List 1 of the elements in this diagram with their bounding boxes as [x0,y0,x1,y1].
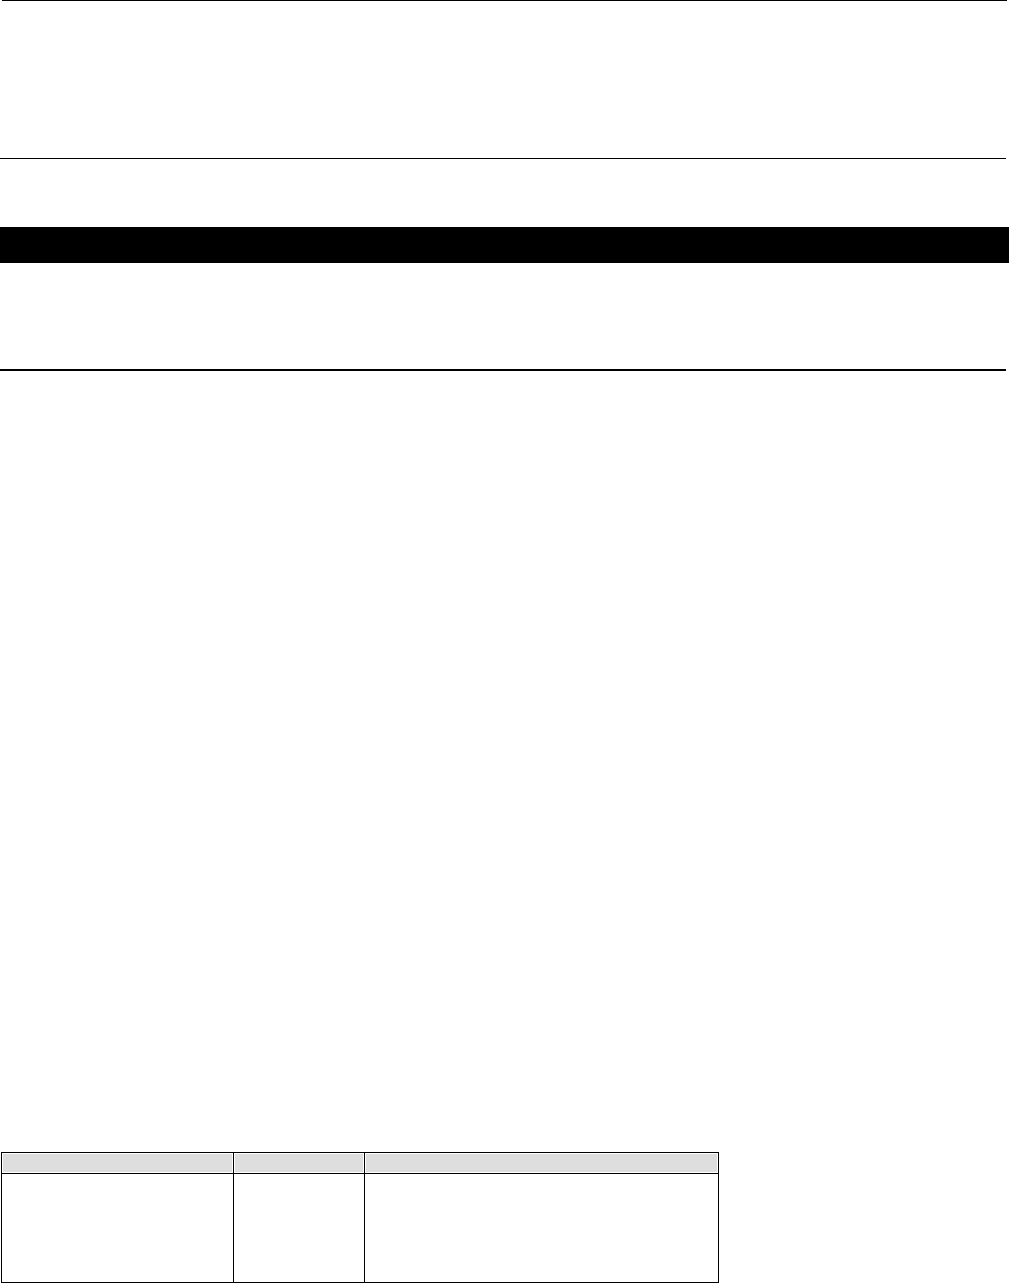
section-bar [0,227,1009,263]
